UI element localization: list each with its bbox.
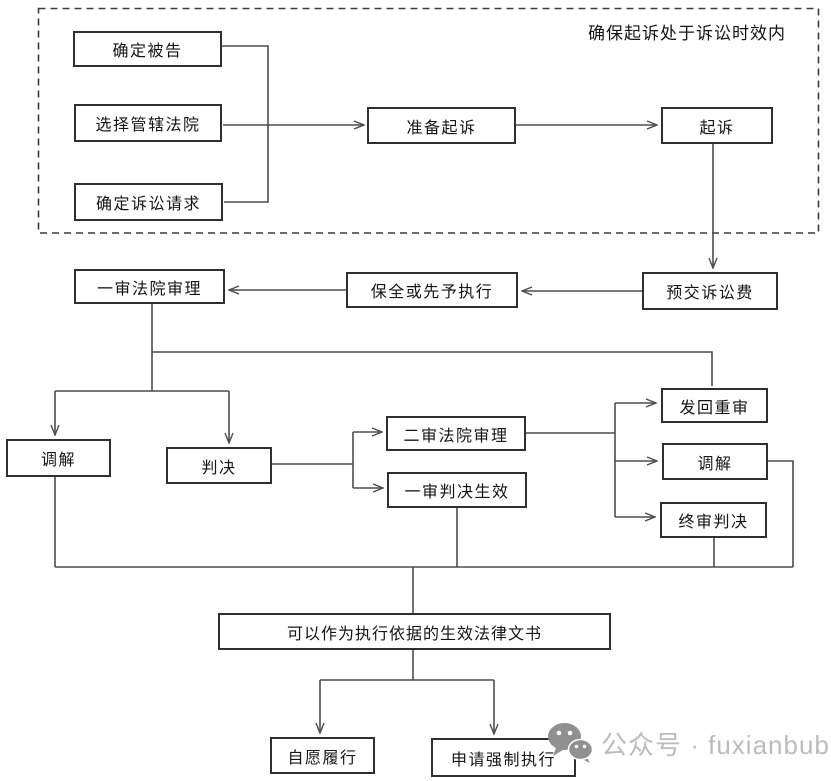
node-first-instance-judgment-effective: 一审判决生效 <box>387 472 527 508</box>
node-file-lawsuit: 起诉 <box>661 107 773 144</box>
node-voluntary-performance: 自愿履行 <box>270 737 375 774</box>
node-determine-defendant: 确定被告 <box>73 31 222 67</box>
statute-of-limitations-note: 确保起诉处于诉讼时效内 <box>588 24 786 43</box>
connector-remand-feedback <box>152 351 713 386</box>
node-judgment: 判决 <box>166 447 272 484</box>
node-mediation-second-instance: 调解 <box>662 443 768 480</box>
watermark-label: 公众号 · fuxianbubin <box>601 729 831 760</box>
node-determine-claims: 确定诉讼请求 <box>74 183 223 221</box>
connector-prep-bracket <box>222 45 269 203</box>
node-final-judgment: 终审判决 <box>660 502 767 538</box>
node-second-instance-trial: 二审法院审理 <box>386 416 526 451</box>
node-mediation-first-instance: 调解 <box>6 439 111 477</box>
node-choose-court: 选择管辖法院 <box>74 104 222 142</box>
connector-lines <box>55 45 794 734</box>
node-prepay-fee: 预交诉讼费 <box>642 272 778 310</box>
connector-mediation-second-down <box>768 460 794 567</box>
node-effective-legal-documents: 可以作为执行依据的生效法律文书 <box>218 613 611 650</box>
node-prepare-lawsuit: 准备起诉 <box>367 107 516 144</box>
node-first-instance-trial: 一审法院审理 <box>74 269 225 304</box>
watermark: 公众号 · fuxianbubin <box>546 721 831 765</box>
wechat-icon <box>548 723 594 763</box>
node-remand-for-retrial: 发回重审 <box>661 388 768 423</box>
statute-of-limitations-boundary <box>37 7 820 234</box>
node-preservation-or-advance-execution: 保全或先予执行 <box>346 272 518 308</box>
